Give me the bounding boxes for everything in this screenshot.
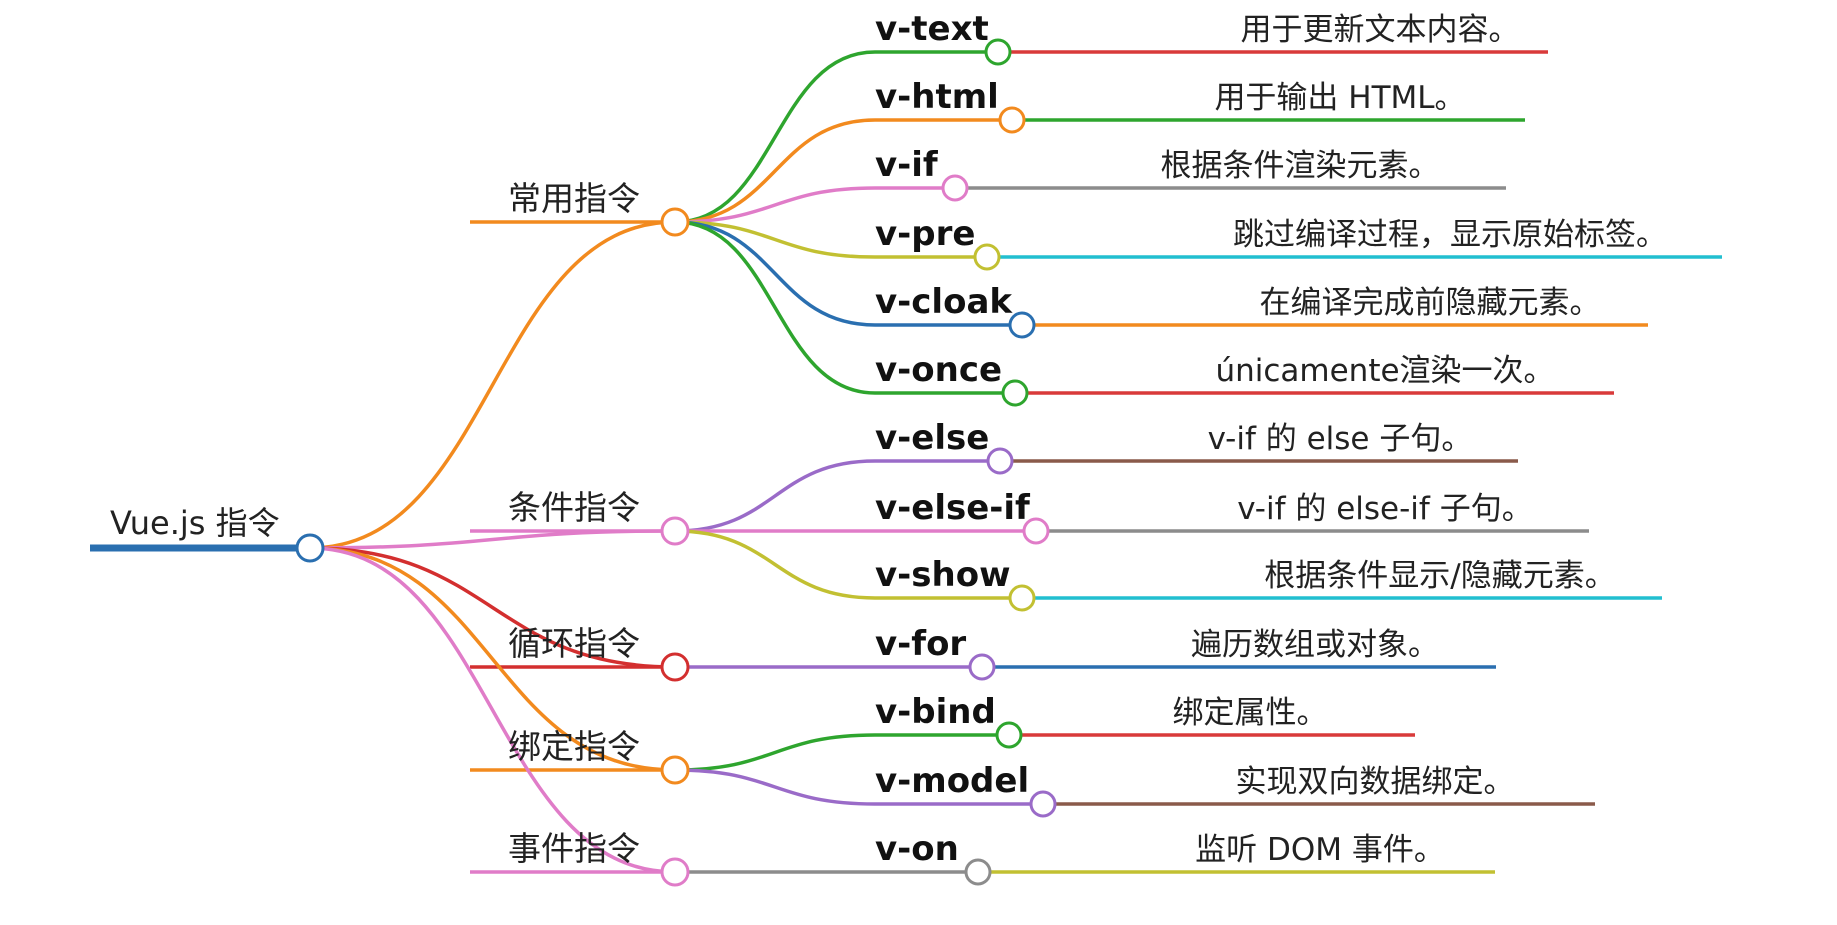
description-label: 用于更新文本内容。 xyxy=(1241,12,1520,48)
label-layer: Vue.js 指令 常用指令 v-text 用于更新文本内容。 v-html 用于输出 H… xyxy=(110,9,1667,869)
description-label: 绑定属性。 xyxy=(1173,695,1328,731)
root-label: Vue.js 指令 xyxy=(110,504,280,542)
directive-label: v-else-if xyxy=(875,488,1031,528)
description-label: v-if 的 else 子句。 xyxy=(1208,421,1473,457)
item-connector xyxy=(674,50,876,224)
directive-node[interactable] xyxy=(941,174,969,202)
description-label: v-if 的 else-if 子句。 xyxy=(1237,491,1532,527)
description-label: 根据条件渲染元素。 xyxy=(1161,148,1440,184)
item-connector xyxy=(674,768,876,806)
directive-node[interactable] xyxy=(998,106,1026,134)
category-connector xyxy=(309,546,676,669)
directive-label: v-else xyxy=(875,418,989,458)
description-label: 跳过编译过程，显示原始标签。 xyxy=(1233,217,1667,253)
directive-label: v-model xyxy=(875,761,1029,801)
description-label: únicamente渲染一次。 xyxy=(1215,353,1554,389)
category-label: 绑定指令 xyxy=(508,727,640,766)
directive-label: v-pre xyxy=(875,214,975,254)
category-connector xyxy=(309,546,676,772)
directive-node[interactable] xyxy=(964,858,992,886)
item-connector xyxy=(674,186,876,224)
node-layer xyxy=(295,38,1057,887)
directive-node[interactable] xyxy=(1029,790,1057,818)
directive-label: v-show xyxy=(875,555,1011,595)
item-connector xyxy=(674,220,876,395)
description-label: 用于输出 HTML。 xyxy=(1214,80,1465,116)
directive-label: v-once xyxy=(875,350,1002,390)
connector-layer xyxy=(90,50,1722,874)
directive-label: v-for xyxy=(875,624,966,664)
directive-node[interactable] xyxy=(1022,517,1050,545)
category-connector xyxy=(309,529,676,550)
category-connector xyxy=(309,220,676,550)
directive-node[interactable] xyxy=(984,38,1012,66)
directive-node[interactable] xyxy=(1001,379,1029,407)
directive-node[interactable] xyxy=(1008,584,1036,612)
item-connector xyxy=(674,220,876,259)
item-connector xyxy=(674,459,876,533)
category-node[interactable] xyxy=(660,755,690,785)
directive-label: v-cloak xyxy=(875,282,1013,322)
directive-label: v-if xyxy=(875,145,939,185)
category-label: 循环指令 xyxy=(508,624,640,663)
category-node[interactable] xyxy=(660,652,690,682)
category-node[interactable] xyxy=(660,857,690,887)
category-node[interactable] xyxy=(660,207,690,237)
description-label: 遍历数组或对象。 xyxy=(1191,627,1439,663)
directive-node[interactable] xyxy=(1008,311,1036,339)
directive-label: v-text xyxy=(875,9,989,49)
directive-node[interactable] xyxy=(968,653,996,681)
description-label: 根据条件显示/隐藏元素。 xyxy=(1264,558,1615,594)
directive-node[interactable] xyxy=(995,721,1023,749)
description-label: 监听 DOM 事件。 xyxy=(1195,832,1445,868)
directive-node[interactable] xyxy=(973,243,1001,271)
root-node[interactable] xyxy=(295,533,325,563)
item-connector xyxy=(674,118,876,224)
directive-label: v-html xyxy=(875,77,999,117)
item-connector xyxy=(674,733,876,772)
category-label: 事件指令 xyxy=(508,829,640,868)
directive-node[interactable] xyxy=(986,447,1014,475)
directive-label: v-bind xyxy=(875,692,996,732)
category-node[interactable] xyxy=(660,516,690,546)
category-connector xyxy=(309,546,676,874)
description-label: 实现双向数据绑定。 xyxy=(1236,764,1515,800)
category-label: 常用指令 xyxy=(508,179,640,218)
category-label: 条件指令 xyxy=(508,488,640,527)
item-connector xyxy=(674,220,876,327)
description-label: 在编译完成前隐藏元素。 xyxy=(1260,285,1601,321)
directive-label: v-on xyxy=(875,829,959,869)
item-connector xyxy=(674,529,876,600)
